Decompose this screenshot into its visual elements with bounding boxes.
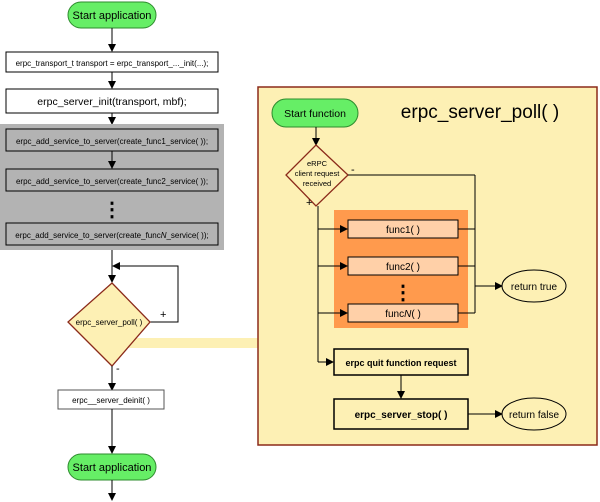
server-stop-box: erpc_server_stop( )	[333, 398, 469, 430]
quit-request-label: erpc quit function request	[345, 358, 456, 368]
service-ellipsis: ⋮	[102, 199, 122, 221]
start-function: Start function	[271, 98, 359, 128]
service-box-2: erpc_add_service_to_server(create_func2_…	[5, 168, 219, 192]
service-n-label: erpc_add_service_to_server(create_funcN_…	[15, 231, 208, 240]
decision-line-3: received	[303, 179, 331, 188]
deinit-box: erpc__server_deinit( )	[57, 389, 165, 410]
poll-plus-label: +	[160, 309, 166, 321]
service-box-1: erpc_add_service_to_server(create_func1_…	[5, 128, 219, 152]
poll-label: erpc_server_poll( )	[76, 318, 143, 327]
service-2-label: erpc_add_service_to_server(create_func2_…	[16, 177, 208, 186]
return-true-terminal: return true	[501, 269, 567, 303]
poll-loop-back-arrow	[112, 262, 179, 323]
start-application-top: Start application	[67, 1, 157, 29]
start-function-shape	[271, 98, 359, 128]
server-init-label: erpc_server_init(transport, mbf);	[37, 96, 186, 108]
func1-box: func1( )	[347, 219, 459, 239]
service-box-n: erpc_add_service_to_server(create_funcN_…	[5, 222, 219, 246]
decision-minus-label: -	[351, 164, 355, 176]
detail-title: erpc_server_poll( )	[401, 102, 559, 123]
funcN-label: funcN( )	[385, 309, 421, 320]
return-true-label: return true	[511, 282, 558, 293]
quit-request-box: erpc quit function request	[333, 348, 469, 376]
service-1-label: erpc_add_service_to_server(create_func1_…	[16, 137, 208, 146]
server-stop-label: erpc_server_stop( )	[355, 410, 448, 421]
return-false-terminal: return false	[501, 397, 567, 431]
func2-box: func2( )	[347, 256, 459, 276]
decision-line-1: eRPC	[307, 159, 328, 168]
func2-label: func2( )	[386, 262, 420, 273]
funcN-box: funcN( )	[347, 303, 459, 323]
request-decision: eRPC client request received	[285, 144, 349, 207]
func1-label: func1( )	[386, 225, 420, 236]
poll-decision: erpc_server_poll( )	[67, 282, 151, 367]
deinit-label: erpc__server_deinit( )	[72, 396, 150, 405]
start-function-label: Start function	[284, 108, 346, 120]
poll-minus-label: -	[116, 363, 120, 375]
server-init-box: erpc_server_init(transport, mbf);	[5, 88, 219, 114]
return-false-label: return false	[509, 410, 559, 421]
start-application-bottom: Start application	[67, 453, 157, 481]
transport-init-box: erpc_transport_t transport = erpc_transp…	[5, 51, 219, 73]
decision-line-2: client request	[295, 169, 341, 178]
start-top-label: Start application	[73, 10, 152, 22]
start-bottom-label: Start application	[73, 462, 152, 474]
poll-detail-connector	[128, 338, 258, 348]
decision-plus-label: +	[306, 197, 312, 209]
func-ellipsis: ⋮	[393, 282, 413, 304]
transport-init-label: erpc_transport_t transport = erpc_transp…	[16, 59, 209, 68]
